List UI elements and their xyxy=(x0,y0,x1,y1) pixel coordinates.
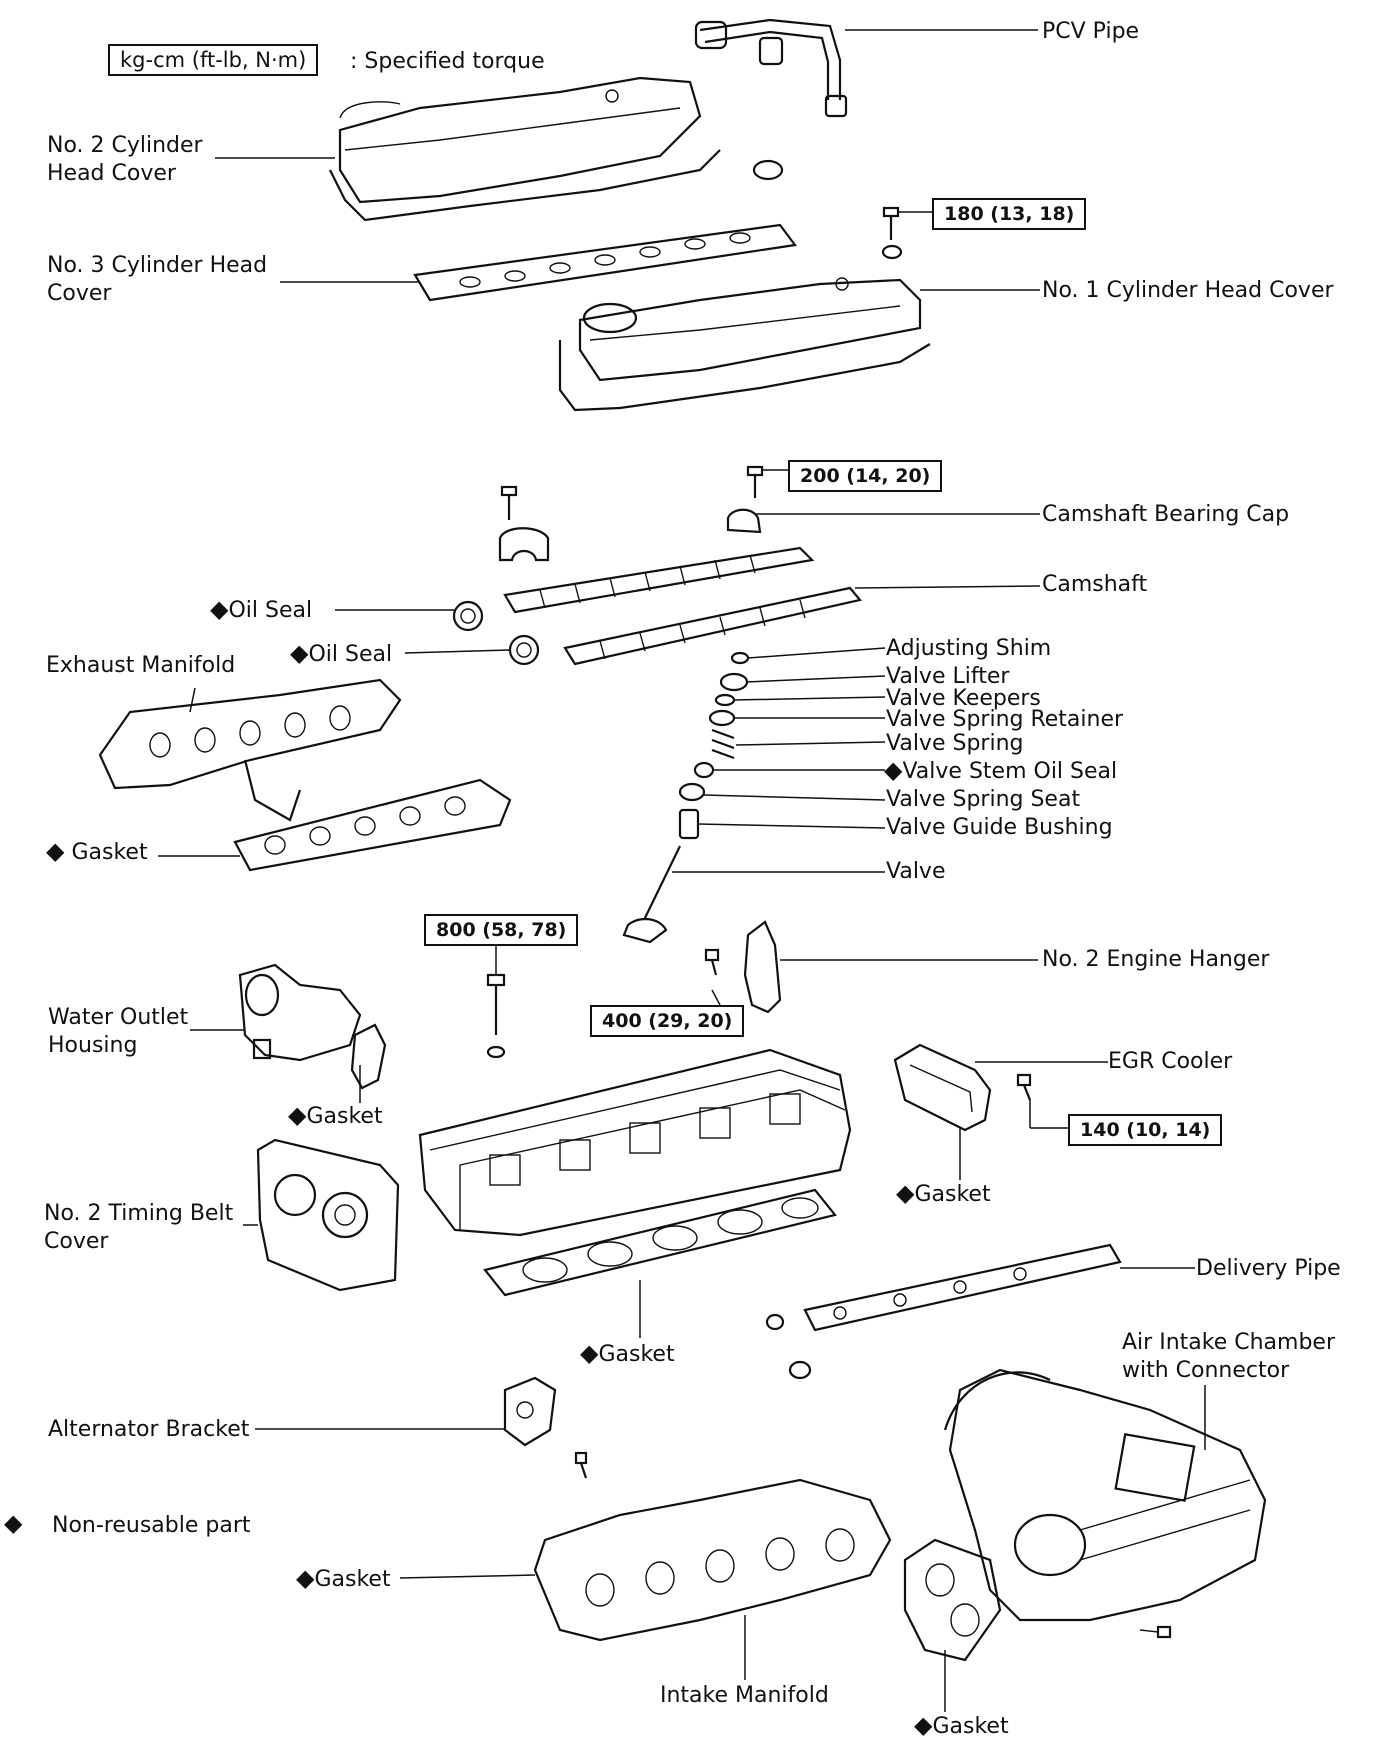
torque-200: 200 (14, 20) xyxy=(788,460,943,492)
label-egr-gasket: ◆Gasket xyxy=(896,1179,991,1208)
label-no3-head-cover-line2: Cover xyxy=(47,281,112,306)
label-valve: Valve xyxy=(886,859,946,884)
label-air-intake-gasket: ◆Gasket xyxy=(914,1711,1009,1740)
label-timing-belt-cover-line1: No. 2 Timing Belt xyxy=(44,1201,234,1226)
nonreusable-mark: ◆ xyxy=(46,837,65,865)
label-air-intake-line1: Air Intake Chamber xyxy=(1122,1330,1335,1355)
label-valve-spring-seat: Valve Spring Seat xyxy=(886,787,1081,812)
label-water-outlet-line2: Housing xyxy=(48,1033,138,1058)
label-valve-spring-retainer: Valve Spring Retainer xyxy=(886,707,1124,732)
label-timing-belt-cover-line2: Cover xyxy=(44,1229,109,1254)
nonreusable-mark: ◆ xyxy=(896,1179,915,1207)
label-water-outlet-gasket: ◆Gasket xyxy=(288,1101,383,1130)
oil-seal-lower-part xyxy=(508,634,540,666)
nonreusable-mark: ◆ xyxy=(884,756,903,784)
label-alternator-bracket: Alternator Bracket xyxy=(48,1417,250,1442)
bolt-180-part xyxy=(881,206,903,260)
engine-hanger-part xyxy=(743,920,782,1014)
leader-lines xyxy=(158,29,1206,1712)
label-camshaft: Camshaft xyxy=(1042,572,1148,597)
timing-belt-cover-part xyxy=(256,1138,400,1292)
label-oil-seal-upper: ◆Oil Seal xyxy=(210,595,313,624)
label-exhaust-gasket: ◆ Gasket xyxy=(46,837,148,866)
label-camshaft-bearing-cap: Camshaft Bearing Cap xyxy=(1042,502,1290,527)
nonreusable-legend-text: Non-reusable part xyxy=(52,1513,251,1538)
torque-180: 180 (13, 18) xyxy=(932,198,1087,230)
egr-cooler-part xyxy=(893,1043,1032,1132)
label-water-outlet-line1: Water Outlet xyxy=(48,1005,189,1030)
bearing-cap-parts xyxy=(498,465,764,562)
head-bolt-800-part xyxy=(486,973,506,1059)
oil-seal-upper-part xyxy=(452,600,484,632)
delivery-pipe-part xyxy=(765,1243,1122,1380)
label-valve-lifter: Valve Lifter xyxy=(886,664,1010,689)
head-gasket-part xyxy=(483,1188,837,1297)
nonreusable-legend-symbol: ◆ xyxy=(4,1509,23,1537)
alternator-bracket-part xyxy=(503,1376,588,1479)
torque-140: 140 (10, 14) xyxy=(1068,1114,1223,1146)
label-intake-manifold: Intake Manifold xyxy=(660,1683,829,1708)
torque-legend-box: kg-cm (ft-lb, N·m) xyxy=(108,44,319,76)
nonreusable-mark: ◆ xyxy=(290,639,309,667)
air-intake-gasket-part xyxy=(903,1538,1172,1662)
torque-legend-text: : Specified torque xyxy=(350,49,545,74)
label-no1-head-cover: No. 1 Cylinder Head Cover xyxy=(1042,278,1334,303)
label-no3-head-cover-line1: No. 3 Cylinder Head xyxy=(47,253,268,278)
plug-seal-part xyxy=(752,159,784,181)
intake-manifold-part xyxy=(533,1478,892,1642)
cylinder-head-part xyxy=(418,1048,852,1237)
pcv-pipe-part xyxy=(694,18,848,118)
label-pcv-pipe: PCV Pipe xyxy=(1042,19,1140,44)
label-no2-engine-hanger: No. 2 Engine Hanger xyxy=(1042,947,1270,972)
exhaust-gasket-part xyxy=(233,778,512,872)
label-exhaust-manifold: Exhaust Manifold xyxy=(46,653,236,678)
nonreusable-mark: ◆ xyxy=(580,1339,599,1367)
label-delivery-pipe: Delivery Pipe xyxy=(1196,1256,1341,1281)
label-intake-manifold-gasket: ◆Gasket xyxy=(296,1564,391,1593)
nonreusable-mark: ◆ xyxy=(288,1101,307,1129)
label-valve-keepers: Valve Keepers xyxy=(886,686,1041,711)
bolt-400-part xyxy=(704,948,720,976)
label-head-gasket: ◆Gasket xyxy=(580,1339,675,1368)
label-no2-head-cover-line1: No. 2 Cylinder xyxy=(47,133,203,158)
nonreusable-mark: ◆ xyxy=(210,595,229,623)
no1-head-cover-part xyxy=(558,277,931,412)
label-oil-seal-lower: ◆Oil Seal xyxy=(290,639,393,668)
label-valve-spring: Valve Spring xyxy=(886,731,1024,756)
label-no2-head-cover-line2: Head Cover xyxy=(47,161,176,186)
nonreusable-mark: ◆ xyxy=(914,1711,933,1739)
no2-head-cover-part xyxy=(329,76,721,222)
no3-head-cover-part xyxy=(413,223,797,302)
camshafts-part xyxy=(503,546,862,666)
torque-400: 400 (29, 20) xyxy=(590,1005,745,1037)
label-egr-cooler: EGR Cooler xyxy=(1108,1049,1233,1074)
water-outlet-part xyxy=(238,963,362,1062)
air-intake-chamber-part xyxy=(943,1368,1267,1622)
label-air-intake-line2: with Connector xyxy=(1122,1358,1290,1383)
nonreusable-mark: ◆ xyxy=(296,1564,315,1592)
torque-800: 800 (58, 78) xyxy=(424,914,579,946)
exhaust-manifold-part xyxy=(98,678,402,822)
label-adjusting-shim: Adjusting Shim xyxy=(886,636,1052,661)
label-valve-guide-bushing: Valve Guide Bushing xyxy=(886,815,1113,840)
valve-train-parts xyxy=(622,651,750,944)
label-valve-stem-oil-seal: ◆Valve Stem Oil Seal xyxy=(884,756,1118,785)
water-outlet-gasket-part xyxy=(350,1023,387,1090)
